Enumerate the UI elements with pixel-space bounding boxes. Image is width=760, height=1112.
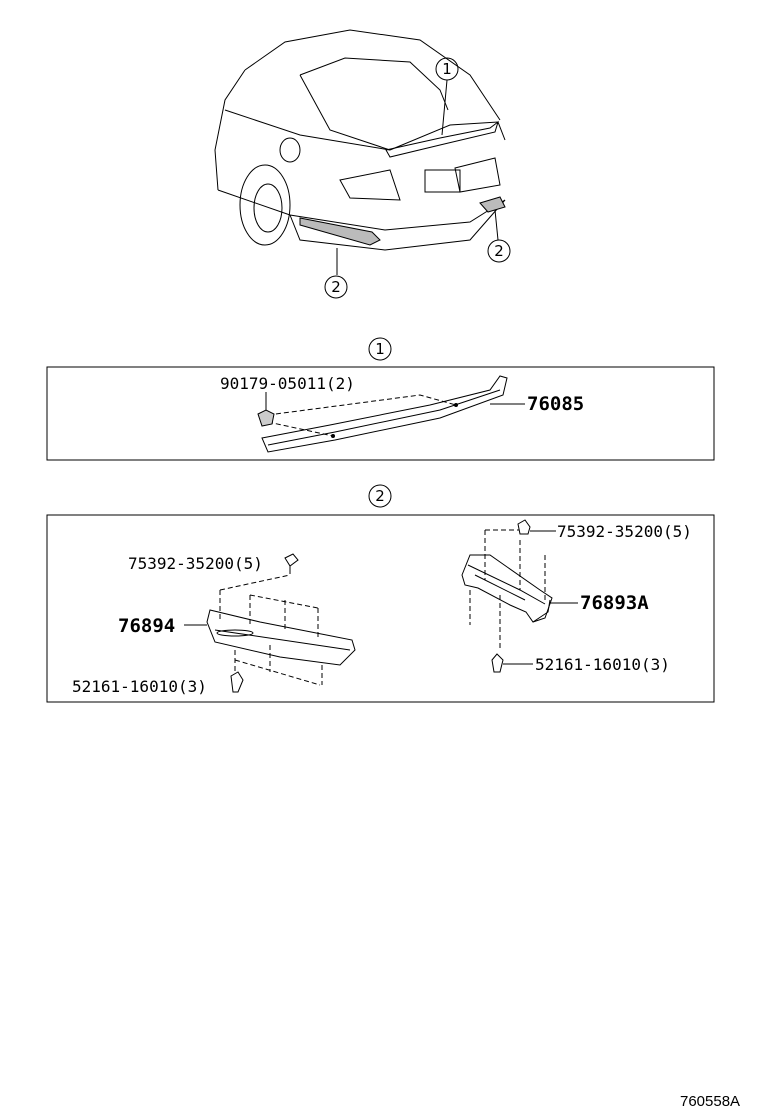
- svg-text:2: 2: [375, 487, 385, 505]
- part-label-75392-35200-right: 75392-35200(5): [557, 522, 692, 541]
- svg-text:1: 1: [375, 340, 385, 358]
- part-label-90179-05011: 90179-05011(2): [220, 374, 355, 393]
- car-rear-illustration: [214, 29, 506, 275]
- svg-text:2: 2: [331, 278, 341, 296]
- callout-1-top: 1: [435, 57, 459, 81]
- section-2-marker: 2: [368, 484, 392, 508]
- part-label-75392-35200-left: 75392-35200(5): [128, 554, 263, 573]
- section-1-marker: 1: [368, 337, 392, 361]
- part-label-76893A: 76893A: [580, 592, 649, 614]
- rear-spoiler-illustration: [257, 375, 525, 453]
- part-label-52161-16010-right: 52161-16010(3): [535, 655, 670, 674]
- callout-2-left: 2: [324, 275, 348, 299]
- left-lower-spoiler-illustration: [184, 553, 356, 693]
- section-2-frame: [46, 514, 715, 703]
- svg-text:1: 1: [442, 60, 452, 78]
- callout-2-right: 2: [487, 239, 511, 263]
- part-label-76894: 76894: [118, 615, 175, 637]
- right-lower-spoiler-illustration: [461, 519, 578, 673]
- part-label-52161-16010-left: 52161-16010(3): [72, 677, 207, 696]
- svg-text:2: 2: [494, 242, 504, 260]
- figure-code: 760558A: [680, 1093, 740, 1110]
- part-label-76085: 76085: [527, 393, 584, 415]
- section-1-frame: [46, 366, 715, 461]
